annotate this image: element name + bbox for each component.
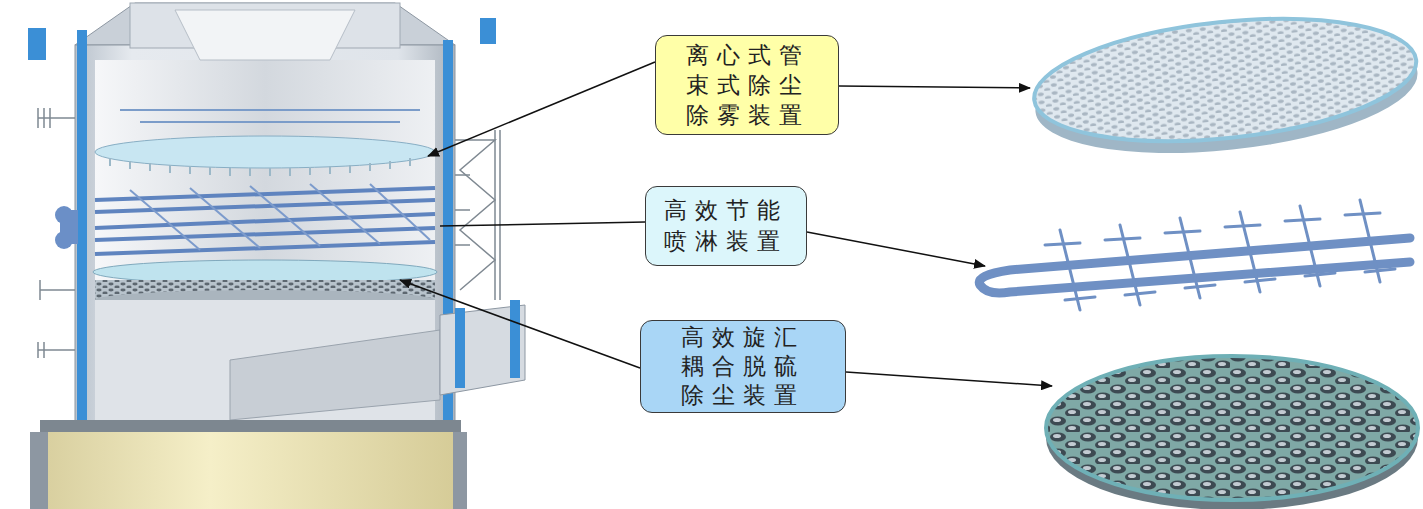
callout-text: 高效旋汇 耦合脱硫 除尘装置 — [681, 323, 807, 410]
leader-line — [807, 232, 985, 266]
callout-text: 高效节能 喷淋装置 — [664, 195, 790, 257]
leader-line — [440, 222, 645, 226]
leader-line — [428, 62, 655, 156]
callout-box: 高效旋汇 耦合脱硫 除尘装置 — [640, 320, 846, 413]
callout-text: 离心式管 束式除尘 除雾装置 — [686, 40, 812, 130]
callout-box: 高效节能 喷淋装置 — [645, 186, 807, 266]
leader-line — [846, 372, 1052, 386]
callout-box: 离心式管 束式除尘 除雾装置 — [655, 35, 839, 135]
leader-line — [400, 280, 640, 368]
leader-line — [839, 86, 1030, 88]
